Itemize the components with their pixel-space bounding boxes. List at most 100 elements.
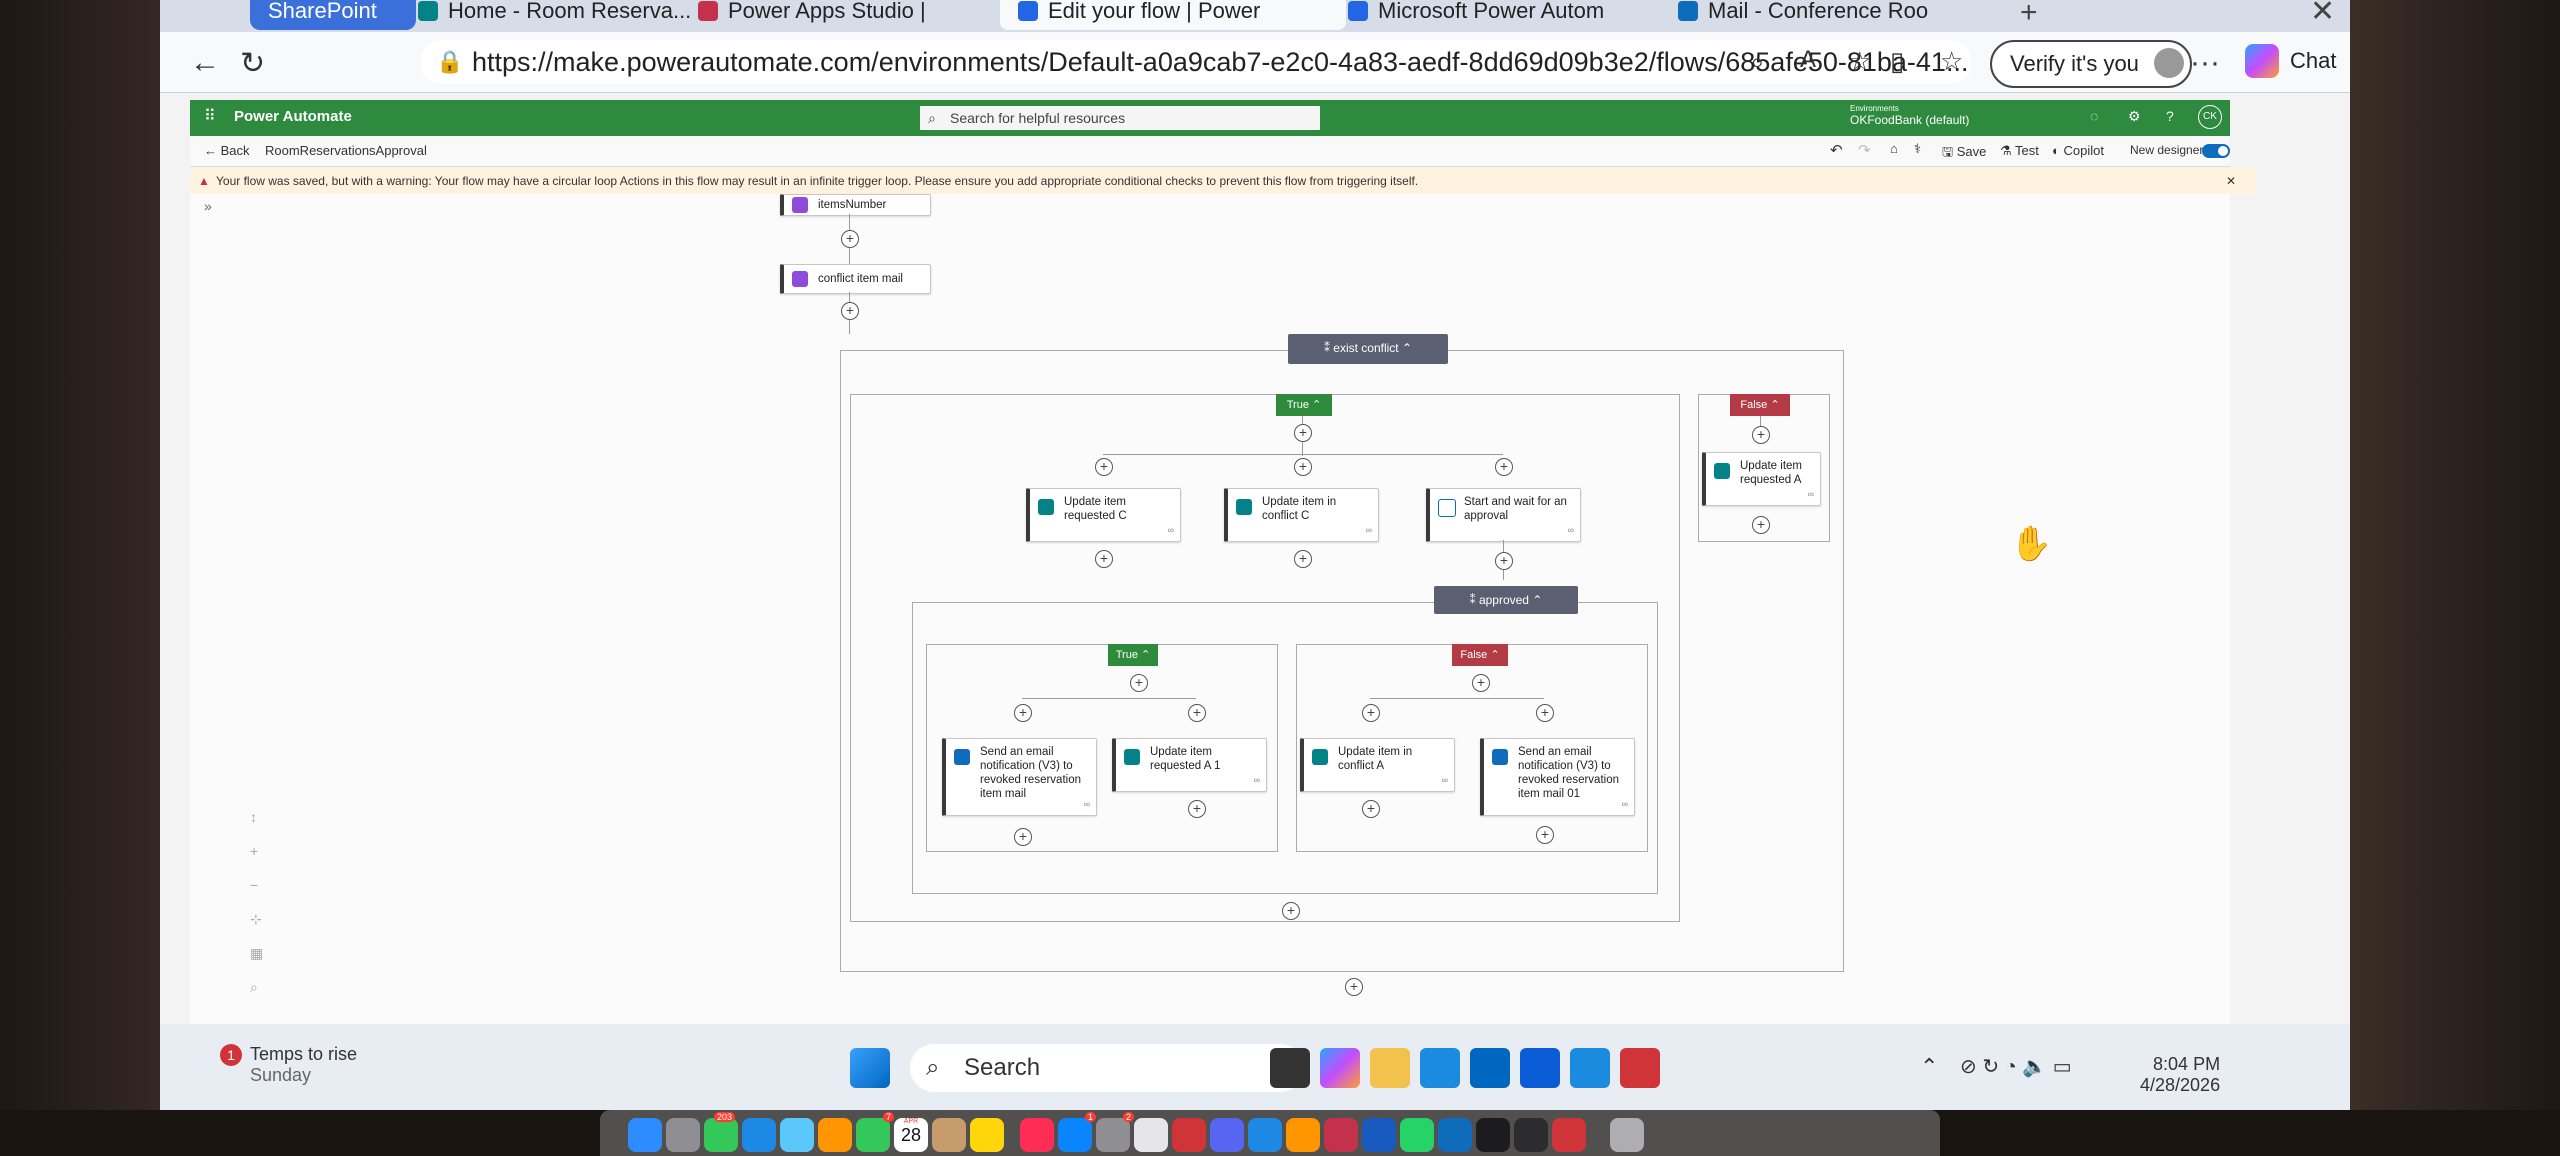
add-step-icon[interactable]: + xyxy=(1188,800,1206,818)
test-button[interactable]: ⚗ Test xyxy=(2000,143,2039,158)
preview-icon[interactable] xyxy=(1134,1118,1168,1152)
add-step-icon[interactable]: + xyxy=(1095,458,1113,476)
add-step-icon[interactable]: + xyxy=(1495,552,1513,570)
node-update-item-requested-a1[interactable]: Update item requested A 1∞ xyxy=(1112,738,1267,792)
more-options-icon[interactable]: ··· xyxy=(2190,46,2220,79)
add-step-icon[interactable]: + xyxy=(1294,550,1312,568)
tab-edit-your-flow[interactable]: Edit your flow | Power xyxy=(1000,0,1346,30)
add-step-icon[interactable]: + xyxy=(1014,704,1032,722)
file-explorer-icon[interactable] xyxy=(1370,1048,1410,1088)
contacts-icon[interactable] xyxy=(932,1118,966,1152)
weather-widget[interactable]: 1 Temps to rise Sunday xyxy=(220,1044,357,1086)
url-field[interactable]: 🔒https://make.powerautomate.com/environm… xyxy=(420,40,1972,84)
fit-icon[interactable]: ↕ xyxy=(250,809,257,825)
notification-icon[interactable]: ◌ xyxy=(2090,108,2099,124)
avatar[interactable]: CK xyxy=(2198,105,2222,129)
tab-microsoft-power-autom[interactable]: Microsoft Power Autom xyxy=(1330,0,1666,30)
node-send-email-revoked[interactable]: Send an email notification (V3) to revok… xyxy=(942,738,1097,816)
tab-mail-conference-room[interactable]: Mail - Conference Roo xyxy=(1660,0,1986,30)
add-step-icon[interactable]: + xyxy=(1294,458,1312,476)
close-window-icon[interactable]: ✕ xyxy=(2310,0,2336,28)
add-step-icon[interactable]: + xyxy=(1536,826,1554,844)
add-step-icon[interactable]: + xyxy=(1536,704,1554,722)
node-update-item-in-conflict-a[interactable]: Update item in conflict A∞ xyxy=(1300,738,1455,792)
photos-icon[interactable] xyxy=(818,1118,852,1152)
back-button[interactable]: ← Back xyxy=(204,143,250,158)
safari-icon[interactable] xyxy=(780,1118,814,1152)
finder-icon[interactable] xyxy=(628,1118,662,1152)
true-branch-label[interactable]: True ⌃ xyxy=(1276,394,1332,416)
waffle-icon[interactable]: ⠿ xyxy=(204,108,216,125)
edge-active-icon[interactable] xyxy=(1570,1048,1610,1088)
taskbar-search[interactable]: ⌕Search xyxy=(910,1044,1304,1092)
node-update-item-requested-c[interactable]: Update item requested C∞ xyxy=(1026,488,1181,542)
task-view-icon[interactable] xyxy=(1270,1048,1310,1088)
split-screen-icon[interactable]: ▯ xyxy=(1890,46,1905,76)
add-step-icon[interactable]: + xyxy=(1130,674,1148,692)
tab-sharepoint[interactable]: SharePoint xyxy=(250,0,416,30)
powerpoint-icon[interactable] xyxy=(1324,1118,1358,1152)
store-icon[interactable] xyxy=(1470,1048,1510,1088)
outlook-dock-icon[interactable] xyxy=(1438,1118,1472,1152)
add-step-icon[interactable]: + xyxy=(1752,426,1770,444)
tab-power-apps-studio[interactable]: Power Apps Studio | xyxy=(680,0,1016,30)
zoom-in-icon[interactable]: + xyxy=(250,843,259,859)
new-designer-toggle[interactable] xyxy=(2202,144,2230,158)
verify-button[interactable]: Verify it's you xyxy=(1990,40,2192,88)
flow-checker-icon[interactable]: ⚕ xyxy=(1914,141,1922,156)
tray-chevron-icon[interactable]: ⌃ xyxy=(1920,1054,1939,1079)
add-step-icon[interactable]: + xyxy=(1362,800,1380,818)
help-icon[interactable]: ? xyxy=(2166,108,2174,124)
zoom-out-icon[interactable]: − xyxy=(250,877,259,893)
terminal-icon[interactable] xyxy=(1476,1118,1510,1152)
fit-view-icon[interactable]: ⊹ xyxy=(250,911,262,927)
office-icon[interactable] xyxy=(1172,1118,1206,1152)
messages-icon[interactable]: 203 xyxy=(704,1112,738,1152)
node-update-item-requested-a[interactable]: Update item requested A∞ xyxy=(1702,452,1821,506)
minimap-icon[interactable]: ▦ xyxy=(250,945,264,961)
facetime-icon[interactable]: 7 xyxy=(856,1112,894,1152)
flow-canvas[interactable]: » ↕ + − ⊹ ▦ ⌕ itemsNumber + conflict ite… xyxy=(190,194,2230,1024)
add-step-icon[interactable]: + xyxy=(1014,828,1032,846)
new-tab-icon[interactable]: + xyxy=(2020,0,2038,29)
add-step-icon[interactable]: + xyxy=(1282,902,1300,920)
settings-icon[interactable]: 2 xyxy=(1096,1112,1134,1152)
activity-monitor-icon[interactable] xyxy=(1514,1118,1548,1152)
approved-true-label[interactable]: True ⌃ xyxy=(1108,644,1158,666)
books-icon[interactable] xyxy=(1286,1118,1320,1152)
remote-desktop-icon[interactable] xyxy=(1552,1118,1586,1152)
read-aloud-icon[interactable]: A xyxy=(1800,46,1817,73)
redo-icon[interactable]: ↷ xyxy=(1858,142,1871,159)
add-step-icon[interactable]: + xyxy=(841,302,859,320)
zoom-icon[interactable]: ⌕ xyxy=(1750,46,1765,76)
add-step-icon[interactable]: + xyxy=(841,230,859,248)
copilot-taskbar-icon[interactable] xyxy=(1320,1048,1360,1088)
add-step-icon[interactable]: + xyxy=(1362,704,1380,722)
refresh-icon[interactable]: ↻ xyxy=(240,47,266,80)
add-step-icon[interactable]: + xyxy=(1495,458,1513,476)
safari-alt-icon[interactable] xyxy=(1248,1118,1282,1152)
approved-false-label[interactable]: False ⌃ xyxy=(1452,644,1508,666)
add-step-icon[interactable]: + xyxy=(1294,424,1312,442)
node-start-and-wait-approval[interactable]: Start and wait for an approval∞ xyxy=(1426,488,1581,542)
notes-icon[interactable] xyxy=(970,1118,1004,1152)
add-step-icon[interactable]: + xyxy=(1188,704,1206,722)
clock[interactable]: 8:04 PM 4/28/2026 xyxy=(2140,1054,2220,1096)
webex-icon[interactable] xyxy=(1520,1048,1560,1088)
music-icon[interactable] xyxy=(1020,1118,1054,1152)
add-step-icon[interactable]: + xyxy=(1345,978,1363,996)
comments-icon[interactable]: ⌂ xyxy=(1890,141,1898,156)
search-input[interactable]: ⌕Search for helpful resources xyxy=(920,106,1320,130)
dismiss-icon[interactable]: ✕ xyxy=(2225,174,2236,188)
add-step-icon[interactable]: + xyxy=(1752,516,1770,534)
condition-approved[interactable]: ⁑ approved ⌃ xyxy=(1434,586,1578,614)
copilot-icon[interactable] xyxy=(2245,44,2279,78)
tab-home-room-reserva[interactable]: Home - Room Reserva... xyxy=(400,0,696,30)
false-branch-label[interactable]: False ⌃ xyxy=(1730,394,1790,416)
chat-button[interactable]: Chat xyxy=(2290,48,2337,73)
word-icon[interactable] xyxy=(1362,1118,1396,1152)
undo-icon[interactable]: ↶ xyxy=(1830,142,1843,159)
save-button[interactable]: 🖫 Save xyxy=(1942,144,1987,159)
